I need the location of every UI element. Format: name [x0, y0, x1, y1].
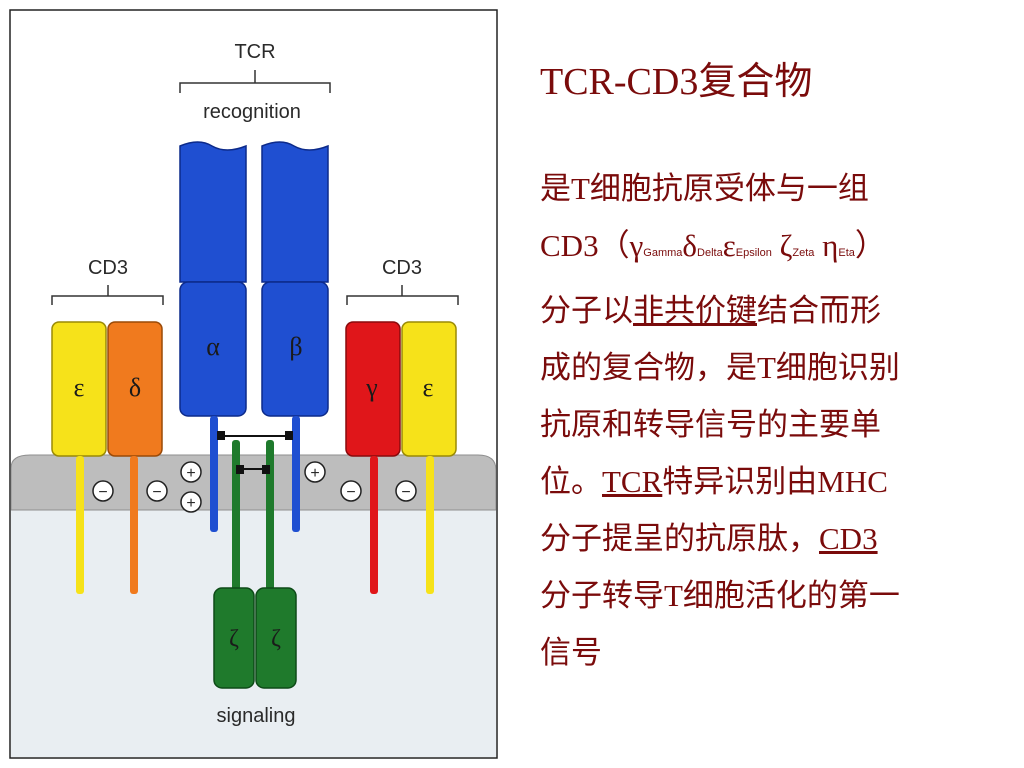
recognition-label: recognition [203, 101, 301, 123]
svg-text:+: + [186, 465, 195, 482]
noncovalent-bond-term: 非共价键 [633, 293, 757, 328]
charge-minus-1: − [92, 480, 114, 502]
cd3-delta-chain: δ [107, 321, 163, 594]
cd3-right-label: CD3 [382, 257, 422, 279]
zeta-dimer: ζ ζ [213, 440, 297, 689]
charge-minus-2: − [146, 480, 168, 502]
cd3-right-bracket [346, 285, 459, 305]
epsilon-right-label: ε [423, 373, 434, 402]
zeta-right-domain [255, 587, 297, 689]
beta-variable-domain [261, 141, 329, 283]
desc-line-8: 分子转导T细胞活化的第一 [540, 578, 900, 613]
cd3-left-bracket [51, 285, 164, 305]
epsilon-left-label: ε [74, 373, 85, 402]
svg-text:+: + [310, 465, 319, 482]
charge-plus-3: + [304, 461, 326, 483]
tcr-beta-chain: β [261, 141, 329, 532]
delta-label: δ [129, 373, 141, 402]
epsilon-right-tail [426, 456, 434, 594]
beta-tail [292, 416, 300, 532]
desc-line-9: 信号 [540, 635, 602, 670]
alpha-beta-disulfide-bond [217, 431, 293, 440]
epsilon-name: Epsilon [735, 247, 772, 259]
charge-plus-1: + [180, 461, 202, 483]
desc-cd3-close: ） [854, 228, 886, 263]
greek-zeta: ζ [779, 228, 793, 263]
slide-title: TCR-CD3复合物 [540, 61, 813, 103]
zeta-left-label: ζ [229, 626, 239, 652]
zeta-left-stalk [232, 440, 240, 590]
beta-label: β [289, 332, 302, 361]
gamma-tail [370, 456, 378, 594]
zeta-name: Zeta [792, 247, 815, 259]
delta-name: Delta [697, 247, 723, 259]
alpha-label: α [206, 332, 220, 361]
svg-text:−: − [98, 484, 107, 501]
cd3-left-label: CD3 [88, 257, 128, 279]
svg-text:−: − [346, 484, 355, 501]
charge-minus-4: − [395, 480, 417, 502]
desc-line-6-end: 特异识别由MHC [662, 464, 888, 499]
eta-name: Eta [838, 247, 855, 259]
desc-line-2: CD3（γGammaδDeltaεEpsilon ζZeta ηEta） [540, 217, 1010, 282]
desc-line-7-start: 分子提呈的抗原肽， [540, 521, 819, 556]
desc-line-3: 分子以非共价键结合而形 [540, 282, 1010, 339]
svg-text:−: − [152, 484, 161, 501]
zeta-left-domain [213, 587, 255, 689]
cd3-epsilon-left-chain: ε [51, 321, 107, 594]
alpha-tail [210, 416, 218, 532]
description-text: 是T细胞抗原受体与一组 CD3（γGammaδDeltaεEpsilon ζZe… [540, 160, 1010, 681]
greek-eta: η [822, 228, 839, 263]
zeta-disulfide-bond [236, 465, 270, 474]
charge-plus-2: + [180, 491, 202, 513]
desc-line-3-start: 分子以 [540, 293, 633, 328]
desc-line-4: 成的复合物，是T细胞识别 [540, 350, 900, 385]
gamma-name: Gamma [643, 247, 683, 259]
greek-epsilon: ε [722, 228, 736, 263]
greek-delta: δ [682, 228, 698, 263]
tcr-label: TCR [234, 41, 275, 63]
svg-text:−: − [401, 484, 410, 501]
greek-gamma: γ [629, 228, 644, 263]
signaling-label: signaling [217, 705, 296, 727]
alpha-variable-domain [179, 141, 247, 283]
gamma-label: γ [365, 373, 378, 402]
svg-text:+: + [186, 495, 195, 512]
delta-tail [130, 456, 138, 594]
epsilon-left-tail [76, 456, 84, 594]
tcr-alpha-chain: α [179, 141, 247, 532]
desc-line-5: 抗原和转导信号的主要单 [540, 407, 881, 442]
tcr-cd3-diagram: TCR recognition CD3 CD3 α β ζ ζ [9, 9, 498, 759]
desc-line-1: 是T细胞抗原受体与一组 [540, 171, 869, 206]
desc-line-6-start: 位。 [540, 464, 602, 499]
zeta-right-stalk [266, 440, 274, 590]
cd3-gamma-chain: γ [345, 321, 401, 594]
desc-cd3-open: CD3（ [540, 228, 630, 263]
charge-minus-3: − [340, 480, 362, 502]
tcr-term: TCR [602, 464, 663, 499]
cd3-epsilon-right-chain: ε [401, 321, 457, 594]
cd3-term: CD3 [819, 521, 878, 556]
zeta-right-label: ζ [271, 626, 281, 652]
desc-line-7: 分子提呈的抗原肽，CD3 [540, 510, 1010, 567]
desc-line-3-end: 结合而形 [757, 293, 881, 328]
desc-line-6: 位。TCR特异识别由MHC [540, 453, 1010, 510]
tcr-bracket [179, 70, 331, 93]
